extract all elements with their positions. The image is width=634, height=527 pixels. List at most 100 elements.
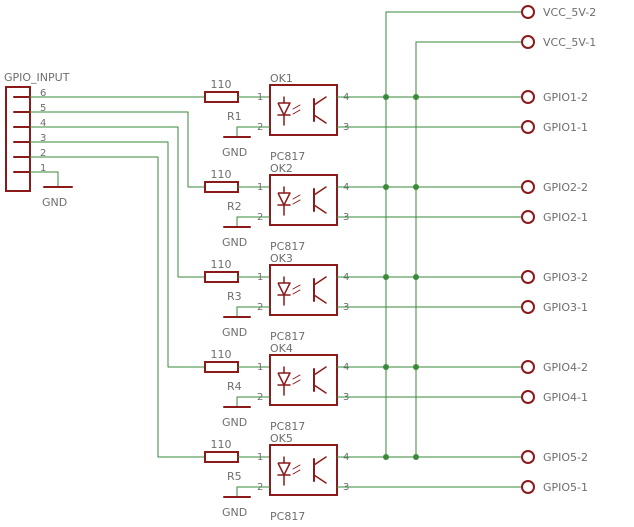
terminal-gpio-label: GPIO3-1 [543, 301, 588, 314]
optocoupler-body [269, 444, 338, 496]
junction-dot [383, 94, 389, 100]
optocoupler-part: PC817 [270, 240, 305, 253]
terminal-gpio[interactable] [521, 210, 535, 224]
junction-dot [413, 364, 419, 370]
gnd-label: GND [222, 236, 247, 249]
phototransistor-collector [313, 366, 327, 376]
input-wire [30, 126, 205, 278]
resistor-body [204, 451, 239, 463]
terminal-gpio[interactable] [521, 180, 535, 194]
input-wire [30, 141, 205, 368]
header-pin-number: 5 [40, 103, 46, 114]
optocoupler-part: PC817 [270, 420, 305, 433]
junction-dot [413, 454, 419, 460]
resistor-value: 110 [211, 348, 232, 361]
led-arrow [292, 289, 301, 295]
optocoupler-name: OK4 [270, 342, 293, 355]
led-arrow [292, 199, 301, 205]
input-wire [30, 156, 205, 458]
led-arrow [292, 104, 301, 110]
resistor-name: R2 [227, 200, 242, 213]
optocoupler-name: OK1 [270, 72, 293, 85]
terminal-gpio-label: GPIO4-2 [543, 361, 588, 374]
resistor-body [204, 271, 239, 283]
opto-pin-number: 1 [257, 362, 263, 373]
optocoupler-body [269, 354, 338, 406]
header-gnd-label: GND [42, 196, 67, 209]
gnd-label: GND [222, 326, 247, 339]
terminal-gpio[interactable] [521, 300, 535, 314]
led-symbol [277, 462, 291, 476]
terminal-gpio-label: GPIO5-2 [543, 451, 588, 464]
terminal-gpio[interactable] [521, 360, 535, 374]
optocoupler-body [269, 84, 338, 136]
resistor-body [204, 91, 239, 103]
header-pin-number: 1 [40, 163, 46, 174]
phototransistor-collector [313, 456, 327, 466]
phototransistor-emitter [313, 384, 327, 394]
led-arrow [292, 109, 301, 115]
terminal-vcc-label: VCC_5V-1 [543, 36, 596, 49]
junction-dot [383, 184, 389, 190]
optocoupler-part: PC817 [270, 150, 305, 163]
resistor-value: 110 [211, 258, 232, 271]
led-symbol [277, 372, 291, 386]
terminal-gpio[interactable] [521, 480, 535, 494]
resistor-body [204, 181, 239, 193]
opto-pin-number: 1 [257, 452, 263, 463]
terminal-gpio-label: GPIO1-2 [543, 91, 588, 104]
terminal-gpio[interactable] [521, 390, 535, 404]
led-symbol [277, 192, 291, 206]
optocoupler-body [269, 264, 338, 316]
optocoupler-body [269, 174, 338, 226]
opto-pin-number: 1 [257, 182, 263, 193]
led-symbol [277, 282, 291, 296]
header-label: GPIO_INPUT [4, 71, 70, 84]
terminal-gpio[interactable] [521, 270, 535, 284]
header-pin-number: 3 [40, 133, 46, 144]
resistor-value: 110 [211, 168, 232, 181]
resistor-name: R1 [227, 110, 242, 123]
terminal-gpio[interactable] [521, 120, 535, 134]
phototransistor-collector [313, 276, 327, 286]
opto-pin-number: 1 [257, 272, 263, 283]
terminal-gpio-label: GPIO2-2 [543, 181, 588, 194]
resistor-body [204, 361, 239, 373]
terminal-vcc-label: VCC_5V-2 [543, 6, 596, 19]
opto-pin-number: 1 [257, 92, 263, 103]
input-wire [30, 111, 205, 188]
phototransistor-emitter [313, 204, 327, 214]
led-arrow [292, 374, 301, 380]
junction-dot [413, 94, 419, 100]
led-arrow [292, 379, 301, 385]
resistor-value: 110 [211, 78, 232, 91]
junction-dot [383, 454, 389, 460]
gnd-label: GND [222, 506, 247, 519]
phototransistor-emitter [313, 294, 327, 304]
resistor-value: 110 [211, 438, 232, 451]
gnd-label: GND [222, 416, 247, 429]
resistor-name: R4 [227, 380, 242, 393]
junction-dot [413, 274, 419, 280]
phototransistor-emitter [313, 474, 327, 484]
terminal-vcc[interactable] [521, 35, 535, 49]
terminal-gpio-label: GPIO5-1 [543, 481, 588, 494]
terminal-gpio[interactable] [521, 90, 535, 104]
phototransistor-emitter [313, 114, 327, 124]
optocoupler-name: OK2 [270, 162, 293, 175]
led-arrow [292, 284, 301, 290]
phototransistor-collector [313, 186, 327, 196]
led-arrow [292, 464, 301, 470]
terminal-vcc[interactable] [521, 5, 535, 19]
led-symbol [277, 102, 291, 116]
junction-dot [383, 274, 389, 280]
led-arrow [292, 194, 301, 200]
terminal-gpio[interactable] [521, 450, 535, 464]
optocoupler-part: PC817 [270, 330, 305, 343]
resistor-name: R5 [227, 470, 242, 483]
terminal-gpio-label: GPIO4-1 [543, 391, 588, 404]
terminal-gpio-label: GPIO1-1 [543, 121, 588, 134]
optocoupler-part: PC817 [270, 510, 305, 523]
